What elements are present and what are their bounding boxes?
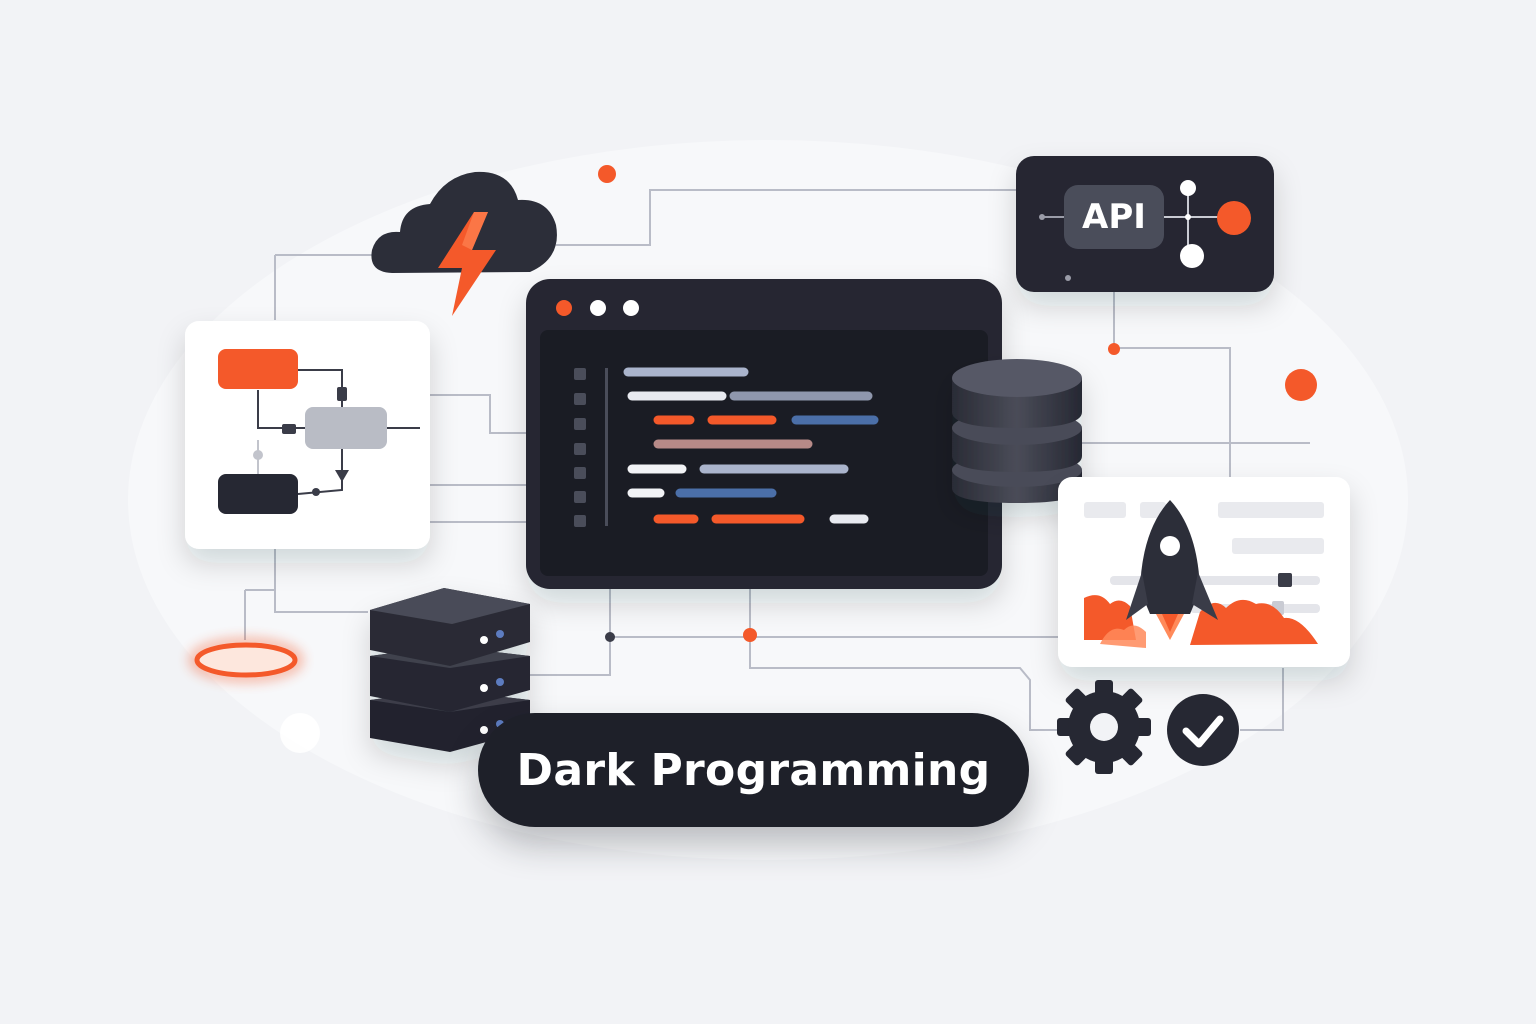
gear-icon — [1057, 680, 1151, 774]
accent-dot — [1108, 343, 1120, 355]
connector-node — [605, 632, 615, 642]
accent-dot — [598, 165, 616, 183]
headline: Dark Programming — [516, 744, 991, 796]
window-dot — [590, 300, 606, 316]
rocket-card-content — [1084, 502, 1324, 648]
flowchart-content — [218, 349, 420, 514]
code-editor-icon — [526, 279, 1002, 589]
accent-dot — [743, 628, 757, 642]
api-badge-label: API — [1082, 197, 1146, 237]
check-circle-icon — [1167, 694, 1239, 766]
cloud-lightning-icon — [371, 171, 557, 316]
database-icon — [952, 359, 1082, 503]
server-stack-icon — [370, 588, 530, 752]
headline-pill: Dark Programming — [478, 713, 1029, 827]
rocket-icon — [1126, 500, 1218, 640]
accent-dot — [1285, 369, 1317, 401]
api-icon — [1016, 156, 1274, 292]
code-lines — [623, 367, 879, 524]
window-dot — [623, 300, 639, 316]
glow-dot — [280, 713, 320, 753]
window-close-dot — [556, 300, 572, 316]
portal-ring-icon — [189, 638, 303, 682]
